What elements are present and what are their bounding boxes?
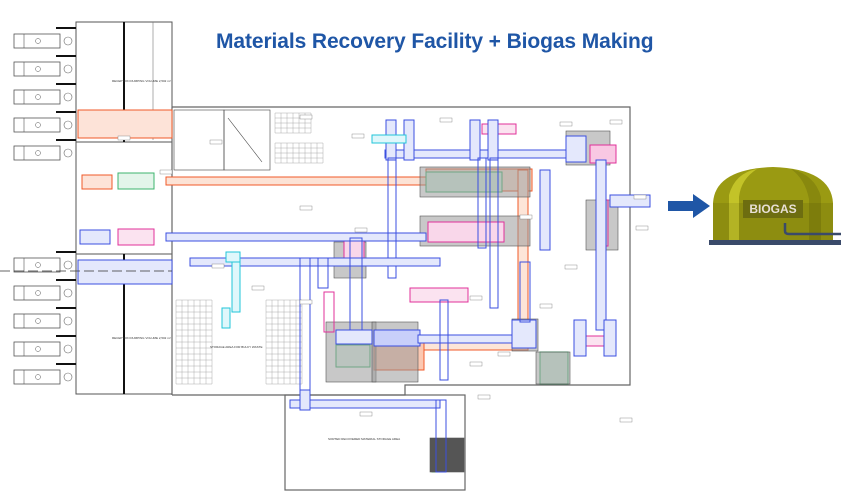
dimension-tag	[117, 135, 131, 141]
flow-arrow-icon	[668, 194, 710, 218]
dimension-tags	[117, 114, 649, 423]
dimension-tag	[469, 295, 483, 301]
truck	[13, 55, 76, 77]
truck	[13, 27, 76, 49]
truck	[13, 111, 76, 133]
dimension-tag	[469, 361, 483, 367]
dimension-tag	[477, 394, 491, 400]
truck	[13, 139, 76, 161]
truck	[13, 251, 76, 273]
main-building	[171, 106, 631, 491]
dimension-tag	[299, 205, 313, 211]
dimension-tag	[209, 139, 223, 145]
bunker-note: SORTED RECOVERED MATERIAL STORAGE AREA	[328, 437, 400, 441]
dimension-tag	[497, 351, 511, 357]
storage-area-note: STORAGE AREA FOR BULKY WASTE	[210, 345, 262, 349]
cyan-conveyor-line	[221, 134, 407, 329]
truck	[13, 279, 76, 301]
dimension-tag	[564, 264, 578, 270]
dimension-tag	[619, 417, 633, 423]
page-title: Materials Recovery Facility + Biogas Mak…	[216, 30, 654, 53]
dimension-tag	[354, 227, 368, 233]
dimension-tag	[539, 303, 553, 309]
dimension-tag	[439, 117, 453, 123]
dimension-tag	[351, 133, 365, 139]
dimension-tag	[633, 194, 647, 200]
truck-bays	[13, 27, 76, 385]
pallet-storage-grids	[175, 112, 324, 385]
truck	[13, 307, 76, 329]
lower-hall-note: RECEPTION DUMPING VOLUME 2,502 m³	[112, 336, 171, 340]
dimension-tag	[609, 119, 623, 125]
dimension-tag	[519, 214, 533, 220]
blue-conveyor-line	[77, 119, 651, 473]
truck	[13, 363, 76, 385]
truck	[13, 335, 76, 357]
dimension-tag	[559, 121, 573, 127]
biogas-tank: BIOGAS	[705, 165, 841, 247]
dimension-tag	[635, 225, 649, 231]
magenta-conveyor-line	[117, 123, 617, 347]
dimension-tag	[359, 411, 373, 417]
office-rooms	[173, 109, 271, 171]
dimension-tag	[159, 169, 173, 175]
biogas-label: BIOGAS	[743, 200, 803, 218]
dimension-tag	[251, 285, 265, 291]
dimension-tag	[299, 114, 313, 120]
upper-hall-note: RECEPTION DUMPING VOLUME 2,502 m³	[112, 79, 171, 83]
storage-bunker	[284, 394, 466, 491]
dimension-tag	[211, 263, 225, 269]
biogas-dome-icon	[709, 167, 841, 245]
truck	[13, 83, 76, 105]
dimension-tag	[299, 299, 313, 305]
